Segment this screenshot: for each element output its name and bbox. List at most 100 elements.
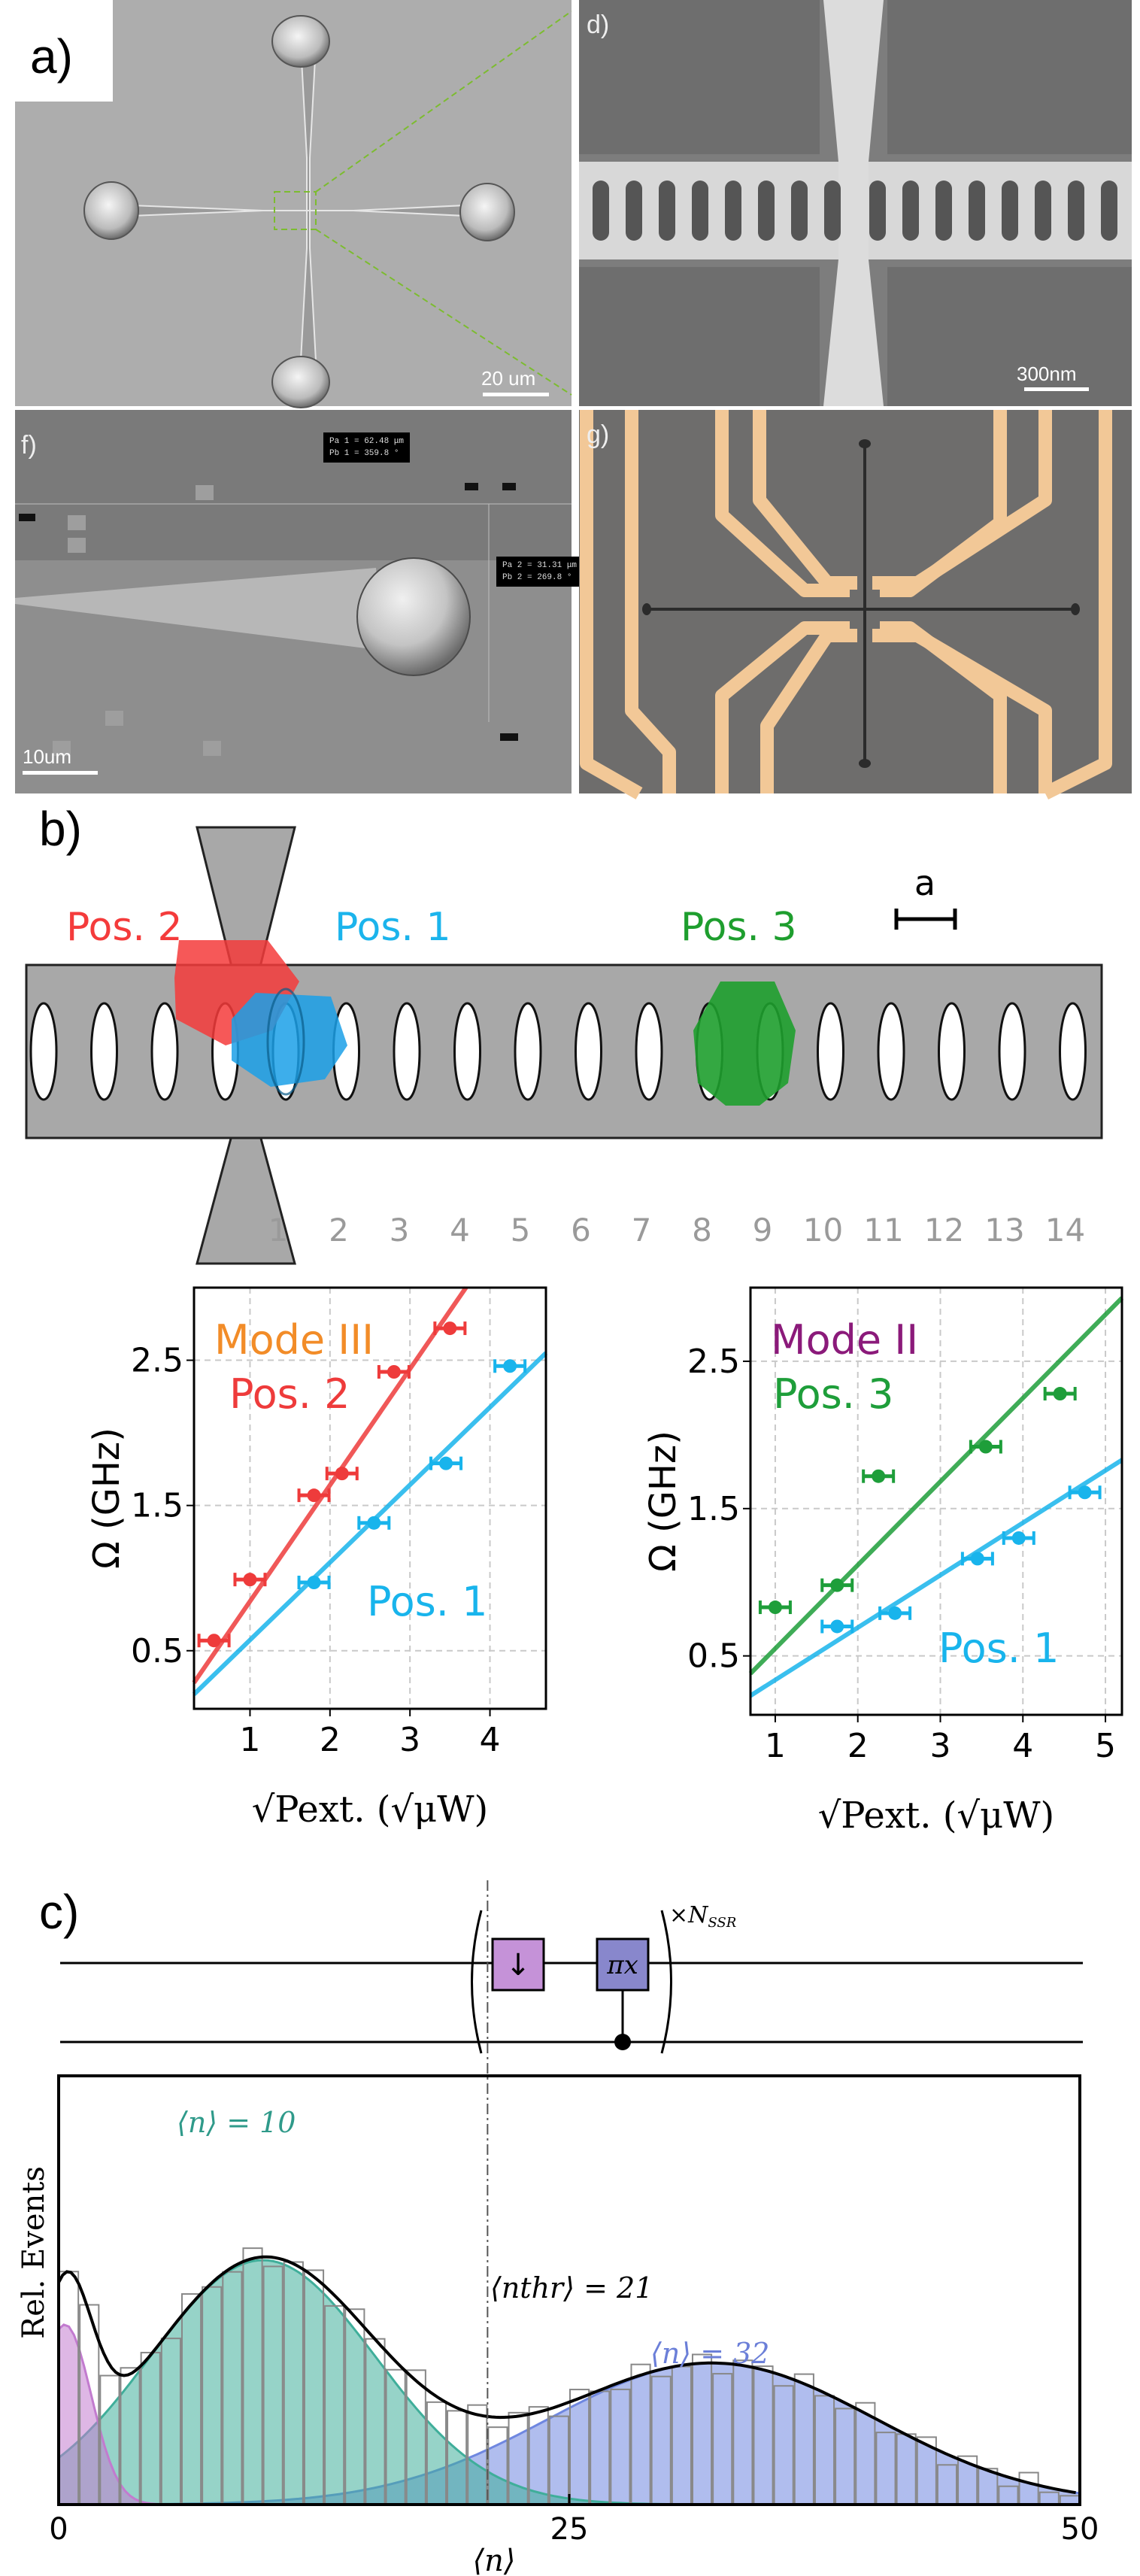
y-tick-label: 0.5 — [131, 1632, 183, 1670]
scale-bar-d — [1024, 387, 1089, 391]
hole-number: 1 — [268, 1212, 289, 1249]
x-axis-label: √Pext. (√μW) — [818, 1795, 1055, 1837]
sem-image-d: d) 300nm — [579, 0, 1132, 406]
x-tick-label: 4 — [1012, 1727, 1033, 1765]
repeat-label: ×N — [669, 1902, 709, 1928]
y-tick-label: 0.5 — [687, 1637, 740, 1676]
hole-number: 11 — [863, 1212, 903, 1249]
data-point — [367, 1516, 381, 1530]
high-mean-label: ⟨n⟩ = 32 — [650, 2337, 769, 2370]
sem-image-f: Pa 1 = 62.48 μm Pb 1 = 359.8 ° Pa 2 = 31… — [15, 410, 584, 793]
y-tick-label: 1.5 — [131, 1487, 183, 1525]
hole-number: 12 — [924, 1212, 964, 1249]
pos3-label: Pos. 3 — [681, 905, 797, 950]
x-tick-label: 3 — [929, 1727, 951, 1765]
svg-text:×NSSR: ×NSSR — [669, 1902, 736, 1931]
cavity-hole — [453, 1002, 481, 1101]
threshold-label: ⟨nthr⟩ = 21 — [490, 2271, 653, 2304]
cavity-hole — [1059, 1002, 1087, 1101]
pos3-plot-label: Pos. 3 — [773, 1370, 894, 1418]
pos1-plot-label-2: Pos. 1 — [938, 1625, 1060, 1672]
y-tick-label: 1.5 — [687, 1490, 740, 1528]
x-tick-label: 2 — [320, 1721, 341, 1759]
panel-label-a: a) — [30, 29, 73, 83]
hole-number: 14 — [1045, 1212, 1085, 1249]
hole-number: 10 — [803, 1212, 843, 1249]
panel-label-g: g) — [587, 420, 610, 449]
y-tick-label: 2.5 — [131, 1342, 183, 1380]
x-tick-label: 50 — [1061, 2512, 1099, 2547]
y-tick-label: 2.5 — [687, 1343, 740, 1381]
hole-number: 8 — [692, 1212, 712, 1249]
data-point — [439, 1456, 453, 1470]
panel-label-c: c) — [39, 1885, 80, 1939]
x-axis-label: √Pext. (√μW) — [252, 1789, 489, 1831]
cavity-hole — [90, 1002, 118, 1101]
series-pos-1 — [192, 1351, 548, 1696]
repeat-subscript: SSR — [708, 1915, 736, 1931]
mid-mean-label: ⟨n⟩ = 10 — [177, 2106, 296, 2139]
scale-label-d: 300nm — [1017, 363, 1077, 385]
axes-frame — [749, 1286, 1123, 1716]
data-point — [768, 1601, 782, 1615]
hole-number: 2 — [329, 1212, 349, 1249]
pos1-plot-label: Pos. 1 — [367, 1578, 488, 1625]
pos2-plot-label: Pos. 2 — [229, 1370, 350, 1418]
data-point — [1011, 1531, 1026, 1545]
data-point — [1053, 1387, 1067, 1401]
hole-number: 13 — [984, 1212, 1024, 1249]
data-point — [207, 1634, 221, 1648]
scale-label-f: 10um — [23, 745, 72, 768]
hole-number: 6 — [571, 1212, 591, 1249]
x-tick-label: 1 — [239, 1721, 260, 1759]
fit-line — [192, 1286, 468, 1684]
fit-line — [748, 1296, 1124, 1676]
x-tick-label: 2 — [847, 1727, 869, 1765]
scale-label-a: 20 um — [481, 367, 536, 390]
hole-number: 4 — [450, 1212, 470, 1249]
data-point — [872, 1469, 886, 1483]
panel-label-f: f) — [21, 431, 37, 460]
pos1-label: Pos. 1 — [335, 905, 451, 950]
cavity-hole — [393, 1002, 421, 1101]
axes-frame — [193, 1286, 547, 1710]
x-axis-label: ⟨n⟩ — [473, 2544, 516, 2576]
hole-number: 7 — [632, 1212, 652, 1249]
cavity-hole — [29, 1002, 58, 1101]
data-point — [970, 1552, 984, 1566]
y-axis-label: Ω (GHz) — [86, 1428, 128, 1569]
y-axis-label: Ω (GHz) — [642, 1431, 684, 1572]
y-axis-label: Rel. Events — [17, 2166, 51, 2339]
data-point — [307, 1488, 321, 1503]
hole-number: 3 — [390, 1212, 410, 1249]
cavity-hole — [150, 1002, 179, 1101]
series-pos-1 — [749, 1458, 1123, 1698]
lattice-constant-label: a — [914, 863, 935, 903]
fit-line — [749, 1458, 1123, 1698]
pulse-sequence: ↓ πx ×NSSR — [60, 1902, 1083, 2054]
data-point — [307, 1576, 321, 1589]
series-pos-3 — [748, 1296, 1124, 1676]
data-point — [978, 1440, 993, 1454]
scale-bar-a — [483, 393, 549, 396]
cavity-hole — [635, 1002, 663, 1101]
data-point — [888, 1606, 902, 1620]
measurement-box-2: Pa 2 = 31.31 μm Pb 2 = 269.8 ° — [496, 557, 584, 587]
reset-gate-label: ↓ — [505, 1948, 531, 1983]
cavity-hole — [514, 1002, 542, 1101]
x-tick-label: 0 — [49, 2512, 68, 2547]
panel-label-b: b) — [39, 802, 82, 856]
mid-component-area — [59, 2260, 1080, 2505]
mode-ii-label: Mode II — [771, 1316, 918, 1364]
x-tick-label: 5 — [1095, 1727, 1116, 1765]
series-pos-2 — [192, 1286, 468, 1684]
hole-number: 5 — [511, 1212, 531, 1249]
measurement-box-1: Pa 1 = 62.48 μm Pb 1 = 359.8 ° — [323, 432, 411, 463]
pos2-label: Pos. 2 — [66, 905, 183, 950]
data-point — [503, 1359, 517, 1373]
label-box-a — [15, 0, 113, 102]
cavity-hole — [575, 1002, 602, 1101]
